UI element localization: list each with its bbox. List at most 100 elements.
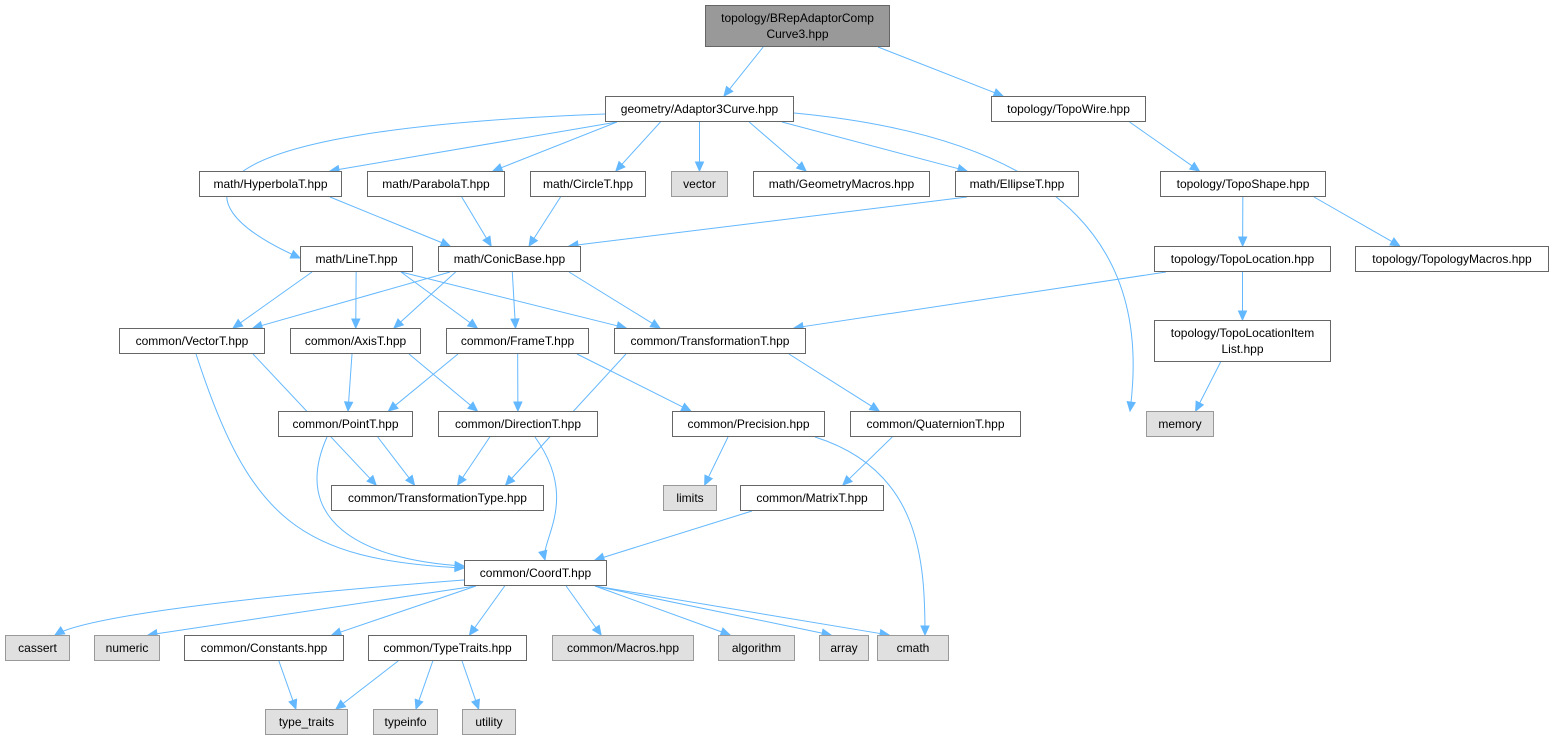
edge-coordt-to-macros bbox=[565, 585, 597, 629]
edge-axist-to-pointt bbox=[348, 353, 353, 404]
edge-arrowhead bbox=[1188, 161, 1201, 172]
edge-matrixt-to-coordt bbox=[602, 510, 753, 559]
edge-arrowhead bbox=[1237, 236, 1248, 248]
node-topomacros[interactable]: topology/TopologyMacros.hpp bbox=[1355, 246, 1549, 272]
edge-arrowhead bbox=[1195, 400, 1205, 413]
edge-arrowhead bbox=[504, 474, 516, 486]
node-axist[interactable]: common/AxisT.hpp bbox=[290, 328, 421, 354]
edge-axist-to-directiont bbox=[408, 353, 472, 407]
node-cmath: cmath bbox=[877, 635, 949, 661]
edge-arrowhead bbox=[351, 318, 361, 330]
node-directiont[interactable]: common/DirectionT.hpp bbox=[438, 411, 598, 437]
edge-circle-to-conicbase bbox=[533, 196, 561, 240]
edge-pointt-to-transftype bbox=[377, 436, 411, 479]
edge-arrowhead bbox=[538, 549, 548, 562]
edge-arrowhead bbox=[387, 401, 399, 412]
node-locitemlist[interactable]: topology/TopoLocationItem List.hpp bbox=[1154, 320, 1331, 362]
edge-arrowhead bbox=[723, 85, 734, 97]
edge-arrowhead bbox=[456, 474, 467, 487]
edge-quaterniont-to-matrixt bbox=[848, 436, 893, 480]
edge-arrowhead bbox=[694, 161, 705, 173]
node-pointt[interactable]: common/PointT.hpp bbox=[278, 411, 413, 437]
node-algorithm: algorithm bbox=[718, 635, 795, 661]
edge-linet-to-framet bbox=[400, 271, 472, 324]
edge-arrowhead bbox=[649, 318, 661, 329]
edge-arrowhead bbox=[404, 474, 416, 486]
edge-coordt-to-cassert bbox=[54, 579, 465, 636]
edge-arrowhead bbox=[289, 249, 302, 259]
node-linet[interactable]: math/LineT.hpp bbox=[300, 246, 413, 272]
edge-arrowhead bbox=[1237, 310, 1248, 322]
edge-arrowhead bbox=[343, 401, 354, 413]
edge-parabola-to-conicbase bbox=[461, 196, 488, 240]
node-matrixt[interactable]: common/MatrixT.hpp bbox=[740, 485, 884, 511]
edge-constants-to-type_traits bbox=[278, 660, 294, 702]
node-topowire[interactable]: topology/TopoWire.hpp bbox=[991, 96, 1146, 122]
edge-coordt-to-constants bbox=[339, 585, 477, 633]
edge-arrowhead bbox=[920, 625, 930, 637]
edge-precision-to-limits bbox=[707, 436, 729, 479]
node-memory: memory bbox=[1146, 411, 1214, 437]
node-vectort[interactable]: common/VectorT.hpp bbox=[119, 328, 265, 354]
edge-root-to-topowire bbox=[877, 46, 996, 94]
edge-topowire-to-toposhape bbox=[1129, 121, 1194, 167]
edge-framet-to-precision bbox=[576, 353, 684, 408]
edge-toposhape-to-topomacros bbox=[1313, 196, 1394, 243]
node-quaterniont[interactable]: common/QuaternionT.hpp bbox=[850, 411, 1021, 437]
edge-adaptor-to-linet bbox=[226, 113, 606, 259]
edge-arrowhead bbox=[841, 474, 854, 486]
edge-ellipse-to-conicbase bbox=[576, 196, 968, 246]
edge-arrowhead bbox=[868, 401, 881, 412]
node-transft[interactable]: common/TransformationT.hpp bbox=[614, 328, 806, 354]
edge-adaptor-to-memory bbox=[793, 112, 1134, 412]
edge-coordt-to-numeric bbox=[155, 585, 477, 635]
edge-arrowhead bbox=[366, 474, 377, 486]
edge-arrowhead bbox=[510, 318, 520, 330]
node-hyperbola[interactable]: math/HyperbolaT.hpp bbox=[199, 171, 342, 197]
node-coordt[interactable]: common/CoordT.hpp bbox=[464, 560, 607, 586]
node-typetraits[interactable]: common/TypeTraits.hpp bbox=[368, 635, 527, 661]
edge-arrowhead bbox=[467, 401, 479, 412]
edge-adaptor-to-hyperbola bbox=[337, 121, 618, 171]
node-parabola[interactable]: math/ParabolaT.hpp bbox=[367, 171, 505, 197]
node-circle[interactable]: math/CircleT.hpp bbox=[530, 171, 646, 197]
edge-adaptor-to-circle bbox=[620, 121, 661, 166]
edge-vectort-to-coordt bbox=[195, 353, 465, 569]
node-limits: limits bbox=[663, 485, 717, 511]
node-numeric: numeric bbox=[94, 635, 160, 661]
edge-conicbase-to-axist bbox=[399, 271, 456, 323]
node-topolocation[interactable]: topology/TopoLocation.hpp bbox=[1154, 246, 1331, 272]
edge-pointt-to-coordt bbox=[316, 436, 465, 567]
node-array: array bbox=[819, 635, 869, 661]
edge-arrowhead bbox=[513, 401, 523, 413]
node-toposhape[interactable]: topology/TopoShape.hpp bbox=[1160, 171, 1326, 197]
edge-arrowhead bbox=[704, 474, 714, 487]
edge-conicbase-to-vectort bbox=[260, 271, 451, 327]
edge-arrowhead bbox=[232, 318, 244, 329]
edge-conicbase-to-transft bbox=[568, 271, 654, 325]
edge-arrowhead bbox=[795, 161, 807, 172]
edge-arrowhead bbox=[482, 235, 492, 248]
edge-topolocation-to-transft bbox=[801, 271, 1167, 328]
edge-coordt-to-algorithm bbox=[594, 585, 723, 633]
node-transftype[interactable]: common/TransformationType.hpp bbox=[331, 485, 544, 511]
node-ellipse[interactable]: math/EllipseT.hpp bbox=[955, 171, 1079, 197]
edge-transft-to-quaterniont bbox=[788, 353, 873, 408]
node-geommacros[interactable]: math/GeometryMacros.hpp bbox=[753, 171, 930, 197]
node-framet[interactable]: common/FrameT.hpp bbox=[446, 328, 589, 354]
node-conicbase[interactable]: math/ConicBase.hpp bbox=[438, 246, 581, 272]
node-macros: common/Macros.hpp bbox=[552, 635, 694, 661]
node-adaptor[interactable]: geometry/Adaptor3Curve.hpp bbox=[605, 96, 794, 122]
edge-typetraits-to-typeinfo bbox=[418, 660, 434, 702]
node-root[interactable]: topology/BRepAdaptorComp Curve3.hpp bbox=[705, 5, 890, 47]
edge-adaptor-to-parabola bbox=[500, 121, 618, 169]
node-cassert: cassert bbox=[5, 635, 70, 661]
edge-linet-to-vectort bbox=[239, 271, 313, 324]
node-constants[interactable]: common/Constants.hpp bbox=[184, 635, 344, 661]
edge-arrowhead bbox=[1389, 237, 1401, 247]
node-precision[interactable]: common/Precision.hpp bbox=[672, 411, 825, 437]
node-utility: utility bbox=[462, 709, 516, 735]
edge-typetraits-to-utility bbox=[461, 660, 477, 702]
edge-directiont-to-transftype bbox=[461, 436, 491, 479]
node-typeinfo: typeinfo bbox=[373, 709, 438, 735]
